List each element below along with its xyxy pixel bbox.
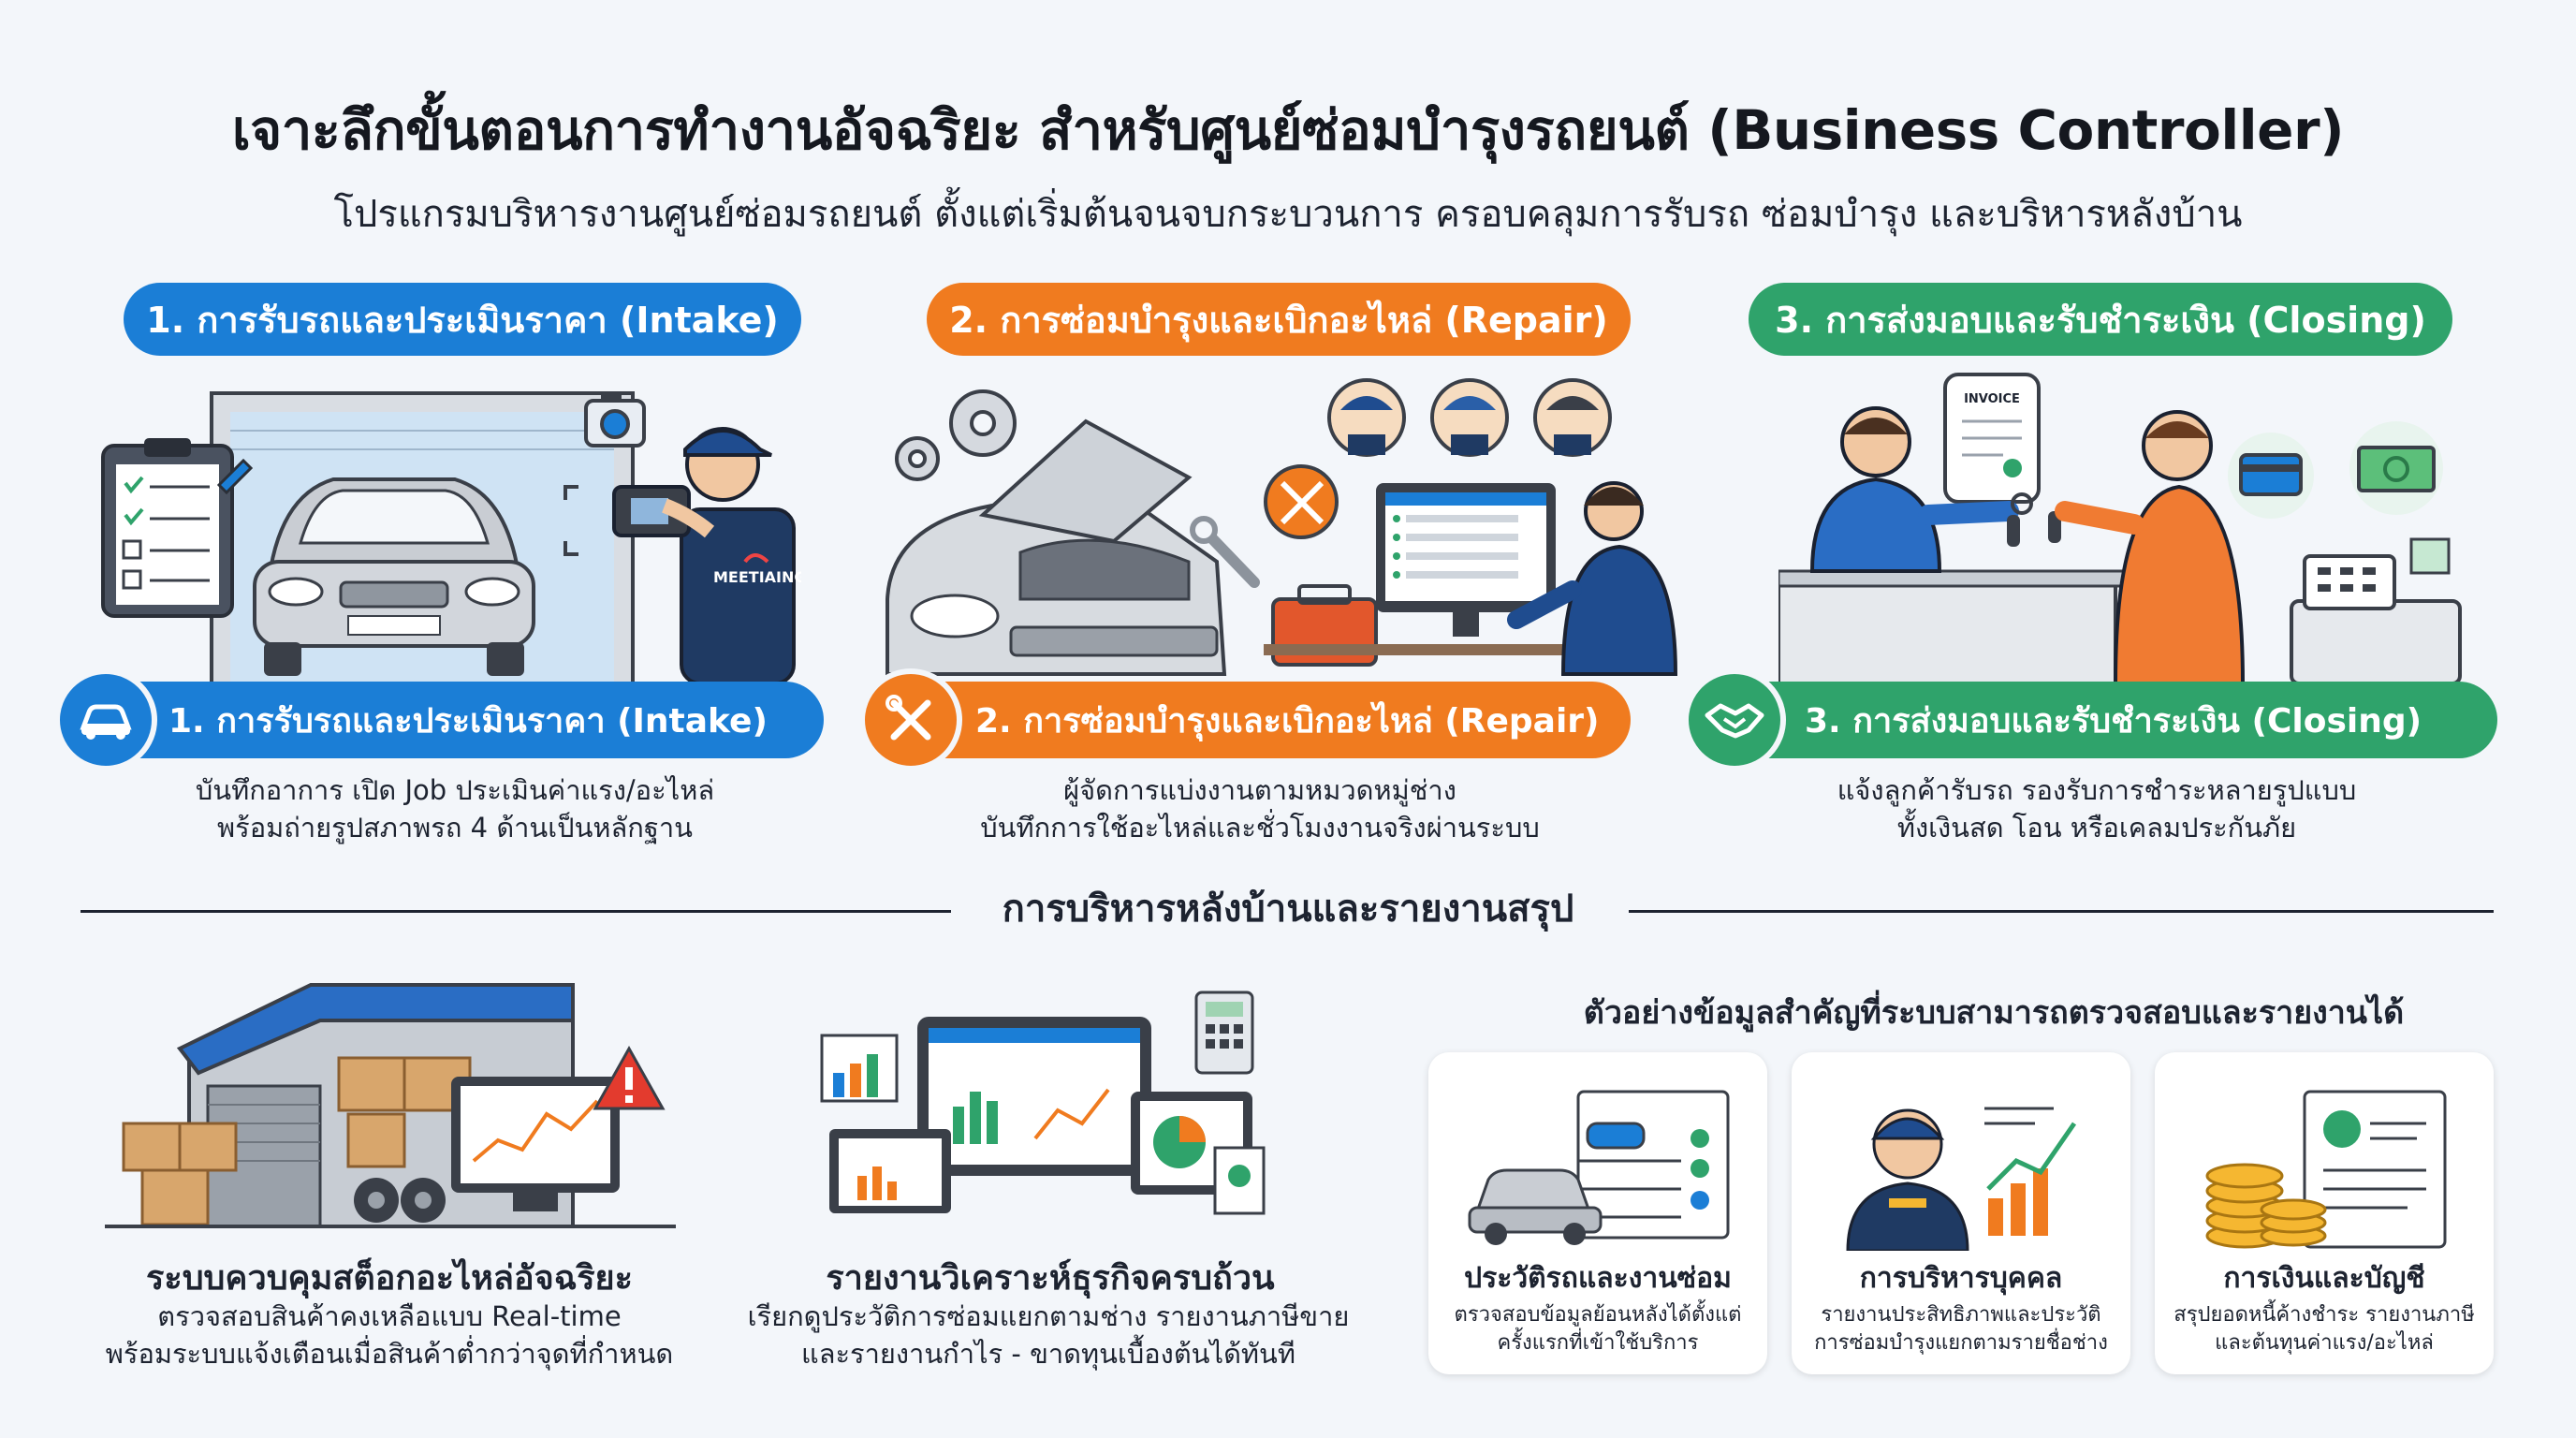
step-3-band: 3. การส่งมอบและรับชำระเงิน (Closing) <box>1696 682 2497 758</box>
boxes-icon <box>122 1056 472 1226</box>
customer-figure <box>2055 410 2246 683</box>
tablet-dashboard-icon <box>917 1017 1151 1176</box>
camera-icon <box>584 393 646 448</box>
car-keys-icon <box>2007 492 2061 547</box>
step-3-heading-label: 3. การส่งมอบและรับชำระเงิน (Closing) <box>1775 299 2426 341</box>
report-block-description: เรียกดูประวัติการซ่อมแยกตามช่าง รายงานภา… <box>747 1300 1350 1370</box>
manager-figure <box>1507 481 1678 676</box>
invoice-label: INVOICE <box>1964 392 2020 406</box>
mechanic-photographer-figure: MEETIAING <box>612 427 801 683</box>
invoice-phone-icon: INVOICE <box>1943 373 2041 504</box>
repair-illustration <box>886 378 1678 676</box>
backoffice-heading: การบริหารหลังบ้านและรายงานสรุป <box>1002 888 1574 931</box>
step-2-band-icon <box>859 668 962 771</box>
step-3-band-label: 3. การส่งมอบและรับชำระเงิน (Closing) <box>1805 701 2422 741</box>
divider-left <box>80 910 951 913</box>
closing-illustration: INVOICE <box>1778 373 2462 683</box>
mechanic-avatar-icon <box>1846 1108 1969 1251</box>
card-personnel-title: การบริหารบุคคล <box>1859 1262 2063 1295</box>
step-2-heading-pill: 2. การซ่อมบำรุงและเบิกอะไหล่ (Repair) <box>927 283 1631 356</box>
card-finance-title: การเงินและบัญชี <box>2223 1262 2425 1295</box>
service-staff-figure <box>1809 406 2019 573</box>
report-block-title: รายงานวิเคราะห์ธุรกิจครบถ้วน <box>826 1259 1275 1298</box>
step-3-description: แจ้งลูกค้ารับรถ รองรับการชำระหลายรูปแบบ … <box>1837 774 2357 844</box>
small-car-icon <box>1586 1122 1646 1150</box>
car-side-icon <box>1468 1168 1603 1245</box>
card-vehicle-history: ประวัติรถและงานซ่อม ตรวจสอบข้อมูลย้อนหลั… <box>1428 1052 1767 1374</box>
step-1-band-icon <box>54 668 157 771</box>
car-icon <box>80 704 132 740</box>
gear-icon <box>895 389 1017 481</box>
technician-avatar-3 <box>1533 378 1612 457</box>
vehicle-history-icon <box>1468 1090 1730 1245</box>
bar-chart-icon <box>820 1034 899 1103</box>
step-3-band-icon <box>1683 668 1786 771</box>
intake-illustration: MEETIAING <box>101 391 801 683</box>
examples-heading: ตัวอย่างข้อมูลสำคัญที่ระบบสามารถตรวจสอบแ… <box>1583 994 2405 1032</box>
performance-chart-icon <box>1986 1122 2077 1236</box>
handshake-icon <box>1705 703 1764 739</box>
step-2-heading-label: 2. การซ่อมบำรุงและเบิกอะไหล่ (Repair) <box>949 299 1608 341</box>
finance-icon <box>2205 1090 2447 1249</box>
wrench-screwdriver-icon <box>886 695 931 741</box>
inventory-block-title: ระบบควบคุมสต็อกอะไหล่อัจฉริยะ <box>146 1259 633 1298</box>
money-document-icon <box>1213 1146 1266 1215</box>
car-front-icon <box>253 477 535 676</box>
technician-avatar-1 <box>1327 378 1406 457</box>
warehouse-illustration <box>105 983 676 1228</box>
page-title: เจาะลึกขั้นตอนการทำงานอัจฉริยะ สำหรับศูน… <box>231 98 2345 162</box>
credit-card-icon <box>2228 433 2314 519</box>
clipboard-icon <box>101 438 254 618</box>
step-2-band-label: 2. การซ่อมบำรุงและเบิกอะไหล่ (Repair) <box>975 701 1600 741</box>
card-finance: การเงินและบัญชี สรุปยอดหนี้ค้างชำระ รายง… <box>2155 1052 2494 1374</box>
vest-brand-text: MEETIAING <box>713 568 801 586</box>
job-board-monitor <box>1264 483 1601 655</box>
card-finance-description: สรุปยอดหนี้ค้างชำระ รายงานภาษี และต้นทุน… <box>2174 1303 2475 1355</box>
personnel-icon <box>1846 1107 2077 1251</box>
wrench-icon <box>1190 516 1260 588</box>
laptop-icon <box>829 1129 951 1213</box>
bill-document-icon <box>2303 1090 2447 1249</box>
step-1-heading-label: 1. การรับรถและประเมินราคา (Intake) <box>146 299 779 341</box>
step-1-description: บันทึกอาการ เปิด Job ประเมินค่าแรง/อะไหล… <box>195 774 715 844</box>
divider-right <box>1629 910 2494 913</box>
page-subtitle: โปรแกรมบริหารงานศูนย์ซ่อมรถยนต์ ตั้งแต่เ… <box>333 193 2243 236</box>
card-personnel: การบริหารบุคคล รายงานประสิทธิภาพและประวั… <box>1792 1052 2130 1374</box>
card-vehicle-history-title: ประวัติรถและงานซ่อม <box>1464 1262 1732 1295</box>
calculator-icon <box>1194 990 1254 1075</box>
coin-stack-icon <box>2205 1163 2327 1249</box>
tools-badge-icon <box>1264 464 1339 539</box>
analytics-illustration <box>820 990 1266 1215</box>
cash-icon <box>2349 421 2443 515</box>
step-1-band: 1. การรับรถและประเมินราคา (Intake) <box>67 682 824 758</box>
cash-register-icon <box>2290 537 2462 683</box>
card-vehicle-history-description: ตรวจสอบข้อมูลย้อนหลังได้ตั้งแต่ ครั้งแรก… <box>1454 1303 1742 1355</box>
step-3-heading-pill: 3. การส่งมอบและรับชำระเงิน (Closing) <box>1749 283 2452 356</box>
warning-icon <box>593 1045 666 1110</box>
stock-monitor-icon <box>451 1077 620 1211</box>
card-personnel-description: รายงานประสิทธิภาพและประวัติ การซ่อมบำรุง… <box>1814 1303 2108 1355</box>
car-open-hood-icon <box>886 418 1227 676</box>
step-1-heading-pill: 1. การรับรถและประเมินราคา (Intake) <box>124 283 801 356</box>
tires-icon <box>354 1178 446 1223</box>
step-2-band: 2. การซ่อมบำรุงและเบิกอะไหล่ (Repair) <box>872 682 1631 758</box>
inventory-block-description: ตรวจสอบสินค้าคงเหลือแบบ Real-time พร้อมร… <box>105 1300 674 1370</box>
technician-avatar-2 <box>1430 378 1509 457</box>
step-2-description: ผู้จัดการแบ่งงานตามหมวดหมู่ช่าง บันทึกกา… <box>980 774 1540 844</box>
step-1-band-label: 1. การรับรถและประเมินราคา (Intake) <box>168 701 768 741</box>
